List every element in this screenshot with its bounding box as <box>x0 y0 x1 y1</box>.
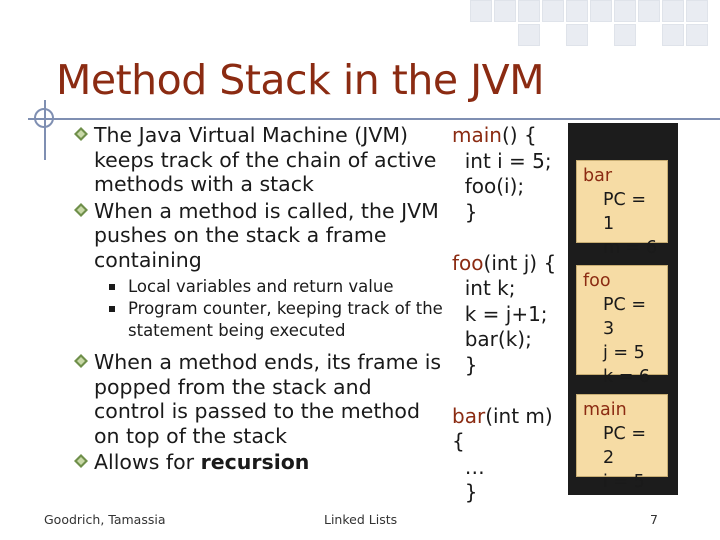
footer-authors: Goodrich, Tamassia <box>44 512 166 527</box>
sub-bullet-item: Program counter, keeping track of the st… <box>74 298 444 342</box>
code-method-name: foo <box>452 250 484 275</box>
diamond-bullet-icon <box>74 454 88 468</box>
frame-value: j = 5 <box>603 343 645 363</box>
code-line: (int m) <box>485 403 553 428</box>
frame-name: foo <box>583 271 611 291</box>
code-line: (int j) { <box>483 250 557 275</box>
code-line: int k; <box>452 276 516 300</box>
decorative-grid <box>470 0 720 60</box>
frame-value: k = 6 <box>603 367 651 387</box>
corner-vertical-line <box>44 100 46 160</box>
sub-bullet-text: Local variables and return value <box>128 277 394 296</box>
stack-frame-foo: foo PC = 3 j = 5 k = 6 <box>576 265 668 387</box>
sub-bullet-text: Program counter, keeping track of the st… <box>128 299 443 340</box>
sub-bullet-list: Local variables and return value Program… <box>74 276 444 342</box>
code-line: } <box>452 480 478 504</box>
code-listing: main() { int i = 5; foo(i); } foo(int j)… <box>452 123 556 506</box>
code-line: } <box>452 199 478 224</box>
bullet-text: Allows for <box>94 450 201 474</box>
bullet-item: When a method is called, the JVM pushes … <box>74 199 444 273</box>
footer-topic: Linked Lists <box>324 512 398 527</box>
slide-title: Method Stack in the JVM <box>56 56 545 104</box>
title-underline <box>28 118 720 120</box>
corner-circle <box>34 108 54 128</box>
frame-name: main <box>583 400 627 420</box>
frame-value: i = 5 <box>603 472 645 492</box>
bullet-item: When a method ends, its frame is popped … <box>74 350 444 448</box>
bullet-emphasis: recursion <box>200 450 310 474</box>
code-line: … <box>452 454 485 479</box>
frame-value: PC = 3 <box>603 295 646 339</box>
code-method-name: main <box>452 123 502 147</box>
square-bullet-icon <box>109 306 115 312</box>
square-bullet-icon <box>109 284 115 290</box>
code-line: { <box>452 429 465 453</box>
frame-value: PC = 2 <box>603 424 646 468</box>
code-line: () { <box>501 123 537 147</box>
page-number: 7 <box>650 512 658 527</box>
frame-value: PC = 1 <box>603 190 646 234</box>
diamond-bullet-icon <box>74 127 88 141</box>
sub-bullet-item: Local variables and return value <box>74 276 444 298</box>
diamond-bullet-icon <box>74 202 88 217</box>
stack-frame-bar: bar PC = 1 m = 6 <box>576 160 668 258</box>
stack-frame-main: main PC = 2 i = 5 <box>576 394 668 492</box>
frame-name: bar <box>583 166 613 186</box>
diamond-bullet-icon <box>74 354 88 368</box>
code-line: } <box>452 352 478 377</box>
bullet-text: The Java Virtual Machine (JVM) keeps tra… <box>94 123 437 196</box>
bullet-item: The Java Virtual Machine (JVM) keeps tra… <box>74 123 444 197</box>
bullet-item: Allows for recursion <box>74 450 444 475</box>
code-line: int i = 5; <box>452 148 552 173</box>
code-line: foo(i); <box>452 174 525 198</box>
code-method-name: bar <box>452 403 486 428</box>
code-line: bar(k); <box>452 327 532 351</box>
code-line: k = j+1; <box>452 301 548 326</box>
frame-value: m = 6 <box>603 238 657 258</box>
bullet-text: When a method is called, the JVM pushes … <box>94 198 439 272</box>
bullet-list: The Java Virtual Machine (JVM) keeps tra… <box>74 123 444 477</box>
bullet-text: When a method ends, its frame is popped … <box>94 350 442 448</box>
